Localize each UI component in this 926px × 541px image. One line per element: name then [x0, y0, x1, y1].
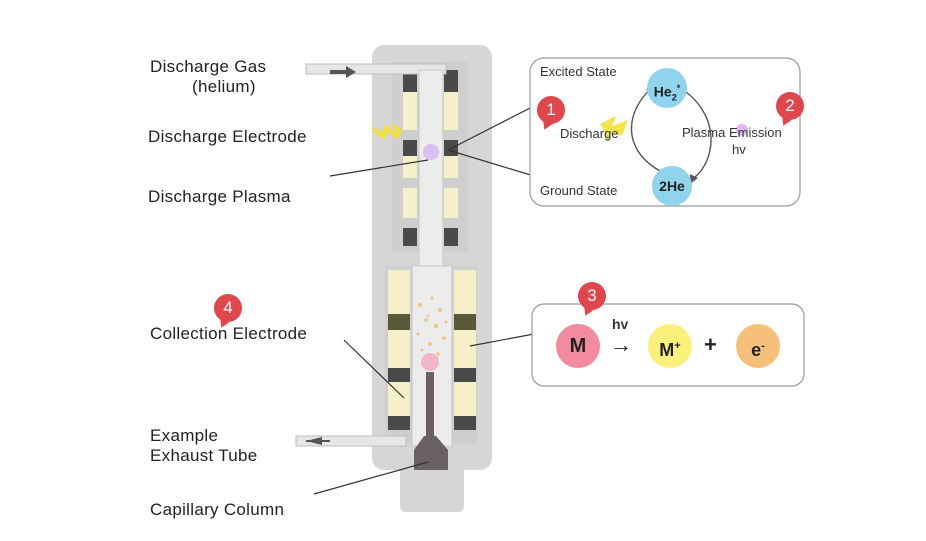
panel2-hv-label: hv [612, 316, 629, 332]
label-exhaust-tube: Exhaust Tube [150, 446, 258, 465]
ionization-particles [416, 296, 448, 356]
label-helium: (helium) [192, 77, 256, 96]
panel1-hv-label: hv [732, 142, 746, 157]
lower-electrodes-left [388, 270, 410, 430]
plasma-glow-lower [421, 353, 439, 371]
leader-lines [313, 105, 535, 495]
badge-3: 3 [578, 282, 606, 310]
gas-inlet-arrow [330, 66, 356, 78]
capillary-ferrule [414, 436, 448, 470]
panel-emission-sparkle-icon [736, 124, 748, 136]
label-example: Example [150, 426, 219, 445]
m-plus-base: M [659, 340, 675, 360]
label-discharge-plasma: Discharge Plasma [148, 187, 291, 206]
m-molecule-circle: M [556, 324, 600, 368]
plasma-emission-label: Plasma Emission [682, 125, 782, 140]
exhaust-tube [295, 435, 407, 447]
panel-discharge-bolt-icon [600, 116, 628, 142]
he2-excited-circle: He2* [647, 68, 687, 108]
m-plus-sup: + [674, 340, 681, 352]
discharge-bolt-icon [372, 122, 402, 140]
m-plus-ion-circle: M+ [648, 324, 692, 368]
two-he-circle: 2He [652, 166, 692, 206]
discharge-label: Discharge [560, 126, 619, 141]
he2-base: He [653, 83, 672, 100]
he2-sup: * [676, 83, 681, 93]
badge-4: 4 [214, 294, 242, 322]
electron-sup: - [761, 340, 765, 352]
panel-energy-states [529, 57, 801, 207]
cycle-arrow-down [685, 91, 712, 179]
reaction-plus: + [704, 332, 717, 357]
label-discharge-gas: Discharge Gas [150, 57, 267, 76]
badge-1: 1 [537, 96, 565, 124]
gas-inlet-tube [305, 63, 447, 75]
upper-electrodes-left [403, 70, 417, 246]
ground-state-label: Ground State [540, 183, 618, 198]
cycle-arrow-up [630, 87, 663, 173]
label-collection-electrode: Collection Electrode [150, 324, 308, 343]
lower-electrodes-right [454, 270, 476, 430]
central-tube-upper [418, 69, 444, 271]
label-discharge-electrode: Discharge Electrode [148, 127, 307, 146]
label-capillary-column: Capillary Column [150, 500, 285, 519]
electron-base: e [751, 340, 762, 360]
capillary-column [426, 372, 434, 436]
electron-circle: e- [736, 324, 780, 368]
reaction-arrow: → [610, 332, 632, 357]
excited-state-label: Excited State [540, 64, 617, 79]
upper-electrodes-right [444, 70, 458, 246]
he2-sub: 2 [671, 92, 677, 103]
plasma-glow-upper [423, 144, 439, 160]
badge-2: 2 [776, 92, 804, 120]
